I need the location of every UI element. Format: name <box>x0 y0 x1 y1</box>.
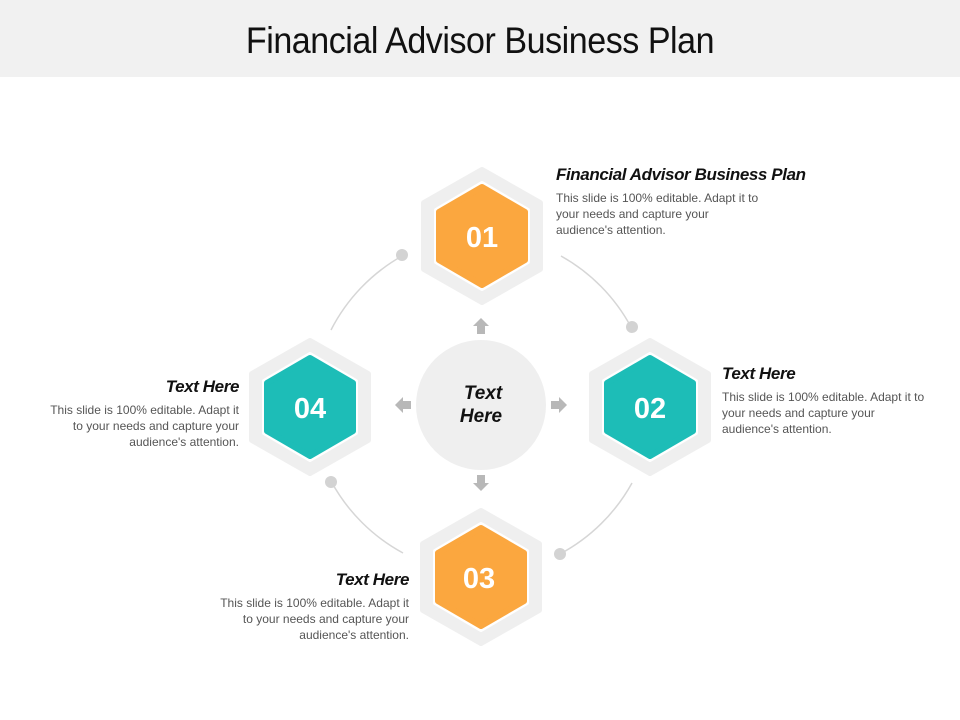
step-04-text: Text Here This slide is 100% editable. A… <box>0 377 239 450</box>
arc-01-02 <box>560 255 632 328</box>
arc-03-04 <box>330 480 404 554</box>
step-04-heading: Text Here <box>165 377 240 396</box>
center-label-line2: Here <box>460 406 503 427</box>
step-01-hexagon: 01 <box>421 167 543 305</box>
arrow-left-icon <box>395 397 411 413</box>
step-03-body: This slide is 100% editable. Adapt it to… <box>220 596 409 642</box>
arrow-up-icon <box>473 318 489 334</box>
step-01-body: This slide is 100% editable. Adapt it to… <box>556 191 759 237</box>
step-02-text: Text Here This slide is 100% editable. A… <box>722 364 960 437</box>
arrow-down-icon <box>473 475 489 491</box>
step-04-number: 04 <box>294 393 326 425</box>
connector-dots <box>325 249 638 560</box>
dot-icon <box>396 249 408 261</box>
direction-arrows <box>395 318 567 491</box>
step-02-body: This slide is 100% editable. Adapt it to… <box>722 390 925 436</box>
arc-02-03 <box>559 482 633 555</box>
step-04-hexagon: 04 <box>249 338 371 476</box>
step-02-number: 02 <box>634 393 666 425</box>
page-title: Financial Advisor Business Plan <box>245 20 715 61</box>
step-04-body: This slide is 100% editable. Adapt it to… <box>50 403 239 449</box>
arc-04-01 <box>330 255 403 331</box>
step-03-heading: Text Here <box>335 570 410 589</box>
connector-arcs <box>330 255 633 555</box>
step-01-text: Financial Advisor Business Plan This sli… <box>556 165 806 238</box>
title-bar: Financial Advisor Business Plan <box>0 0 960 77</box>
step-02-hexagon: 02 <box>589 338 711 476</box>
arrow-right-icon <box>551 397 567 413</box>
step-01-heading: Financial Advisor Business Plan <box>556 165 806 184</box>
center-circle <box>416 340 546 470</box>
step-03-hexagon: 03 <box>420 508 542 646</box>
step-03-number: 03 <box>463 563 495 595</box>
center-label-line1: Text <box>464 383 503 404</box>
dot-icon <box>626 321 638 333</box>
dot-icon <box>325 476 337 488</box>
step-03-text: Text Here This slide is 100% editable. A… <box>169 570 409 643</box>
dot-icon <box>554 548 566 560</box>
step-01-number: 01 <box>466 222 498 254</box>
step-02-heading: Text Here <box>722 364 796 383</box>
